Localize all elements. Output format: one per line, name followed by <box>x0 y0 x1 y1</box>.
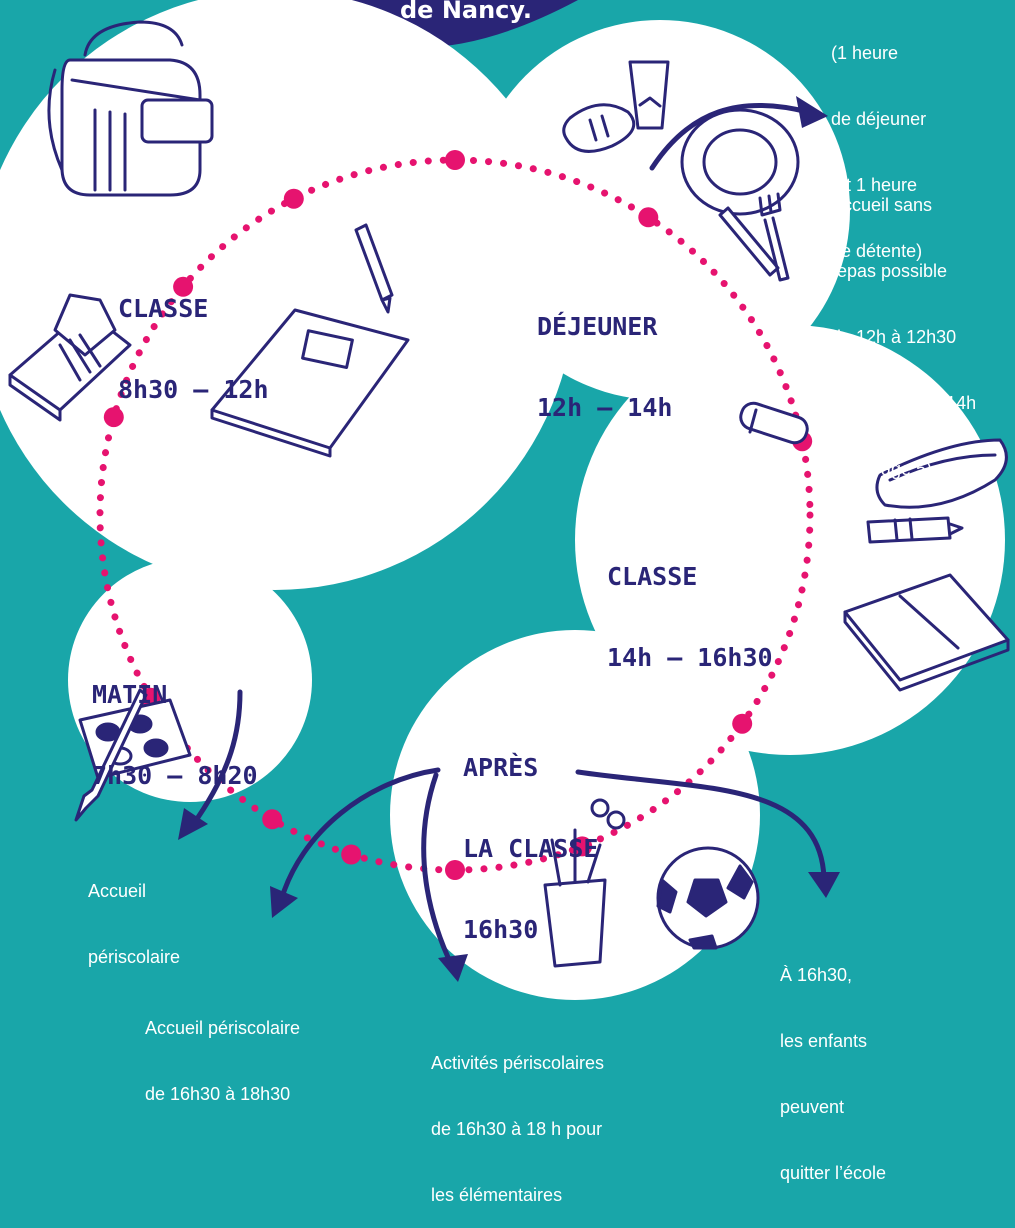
note-line: (voir page 5) <box>831 459 933 479</box>
label-matin: MATIN 7h30 – 8h20 <box>92 627 258 816</box>
fork-knife-icon <box>718 192 790 282</box>
note-line: de 16h30 à 18 h pour <box>431 1119 603 1139</box>
segment-time: 7h30 – 8h20 <box>92 761 258 790</box>
plate-icon <box>680 108 800 216</box>
note-accueil-soir: Accueil périscolaire de 16h30 à 18h30 <box>145 973 300 1127</box>
arrowhead <box>808 872 840 898</box>
note-line: repas possible <box>831 261 948 281</box>
backpack-icon <box>47 20 214 197</box>
marker-icon <box>866 516 964 544</box>
note-line: périscolaire <box>88 947 181 967</box>
header-text: de Nancy. <box>400 0 532 24</box>
pencil-cup-icon <box>543 798 626 968</box>
note-accueil-sans-repas: Accueil sans repas possible de 12h à 12h… <box>831 150 976 502</box>
note-line: (1 heure <box>831 43 899 63</box>
segment-time: 14h – 16h30 <box>607 643 773 672</box>
note-line: de déjeuner <box>831 109 927 129</box>
day-schedule-diagram <box>0 0 1010 1000</box>
label-classe-morning: CLASSE 8h30 – 12h <box>118 241 269 430</box>
segment-title: APRÈS <box>463 753 539 782</box>
ring-marker <box>572 836 593 857</box>
ring-marker <box>445 860 465 880</box>
paint-palette-icon <box>74 688 192 822</box>
note-line: les enfants <box>780 1031 868 1051</box>
arrowhead <box>178 808 208 840</box>
arrow-accueil-matin <box>189 689 243 829</box>
pen-icon <box>354 223 394 314</box>
note-activites: Activités périscolaires de 16h30 à 18 h … <box>431 1008 604 1228</box>
arrow-heads <box>178 96 840 982</box>
note-line: les élémentaires <box>431 1185 563 1205</box>
arrow-accueil-soir <box>277 767 441 907</box>
note-line: peuvent <box>780 1097 845 1117</box>
arrowhead <box>438 954 468 982</box>
segment-time: 12h – 14h <box>537 393 673 422</box>
segment-title: CLASSE <box>607 562 698 591</box>
note-line: de détente) <box>831 241 923 261</box>
note-line: quitter l’école <box>780 1163 887 1183</box>
glue-stick-icon <box>739 401 809 445</box>
arrow-activites <box>421 772 455 969</box>
ring-marker <box>262 809 283 830</box>
label-dejeuner: DÉJEUNER 12h – 14h <box>537 259 672 448</box>
folder-icon <box>843 573 1010 692</box>
ring-marker <box>732 713 753 734</box>
notebook-icon <box>210 308 410 458</box>
label-apres: APRÈS LA CLASSE 16h30 <box>463 700 598 970</box>
segment-title: CLASSE <box>118 294 209 323</box>
ring-marker <box>341 844 362 865</box>
glass-icon <box>628 60 670 130</box>
ring-marker <box>283 188 304 209</box>
ring-marker <box>638 207 659 228</box>
note-quitter: À 16h30, les enfants peuvent quitter l’é… <box>780 920 886 1206</box>
ring-marker <box>173 276 194 297</box>
note-line: et 1 heure <box>831 175 918 195</box>
note-line: Accueil périscolaire <box>145 1018 301 1038</box>
label-classe-afternoon: CLASSE 14h – 16h30 <box>607 509 773 698</box>
note-line: de 12h à 12h30 <box>831 327 957 347</box>
arrowhead <box>796 96 828 128</box>
segment-title: MATIN <box>92 680 168 709</box>
segment-time: 8h30 – 12h <box>118 375 269 404</box>
note-dejeuner-detail: (1 heure de déjeuner et 1 heure de déten… <box>831 0 926 284</box>
note-line: de 16h30 à 18h30 <box>145 1084 291 1104</box>
ring-marker <box>103 407 124 428</box>
arrowhead <box>270 886 298 918</box>
note-line: et de 13h30 à 14h <box>831 393 977 413</box>
note-line: À 16h30, <box>780 965 853 985</box>
note-accueil-matin: Accueil périscolaire <box>88 836 180 990</box>
segment-title-2: LA CLASSE <box>463 834 599 863</box>
note-line: Accueil sans <box>831 195 933 215</box>
segment-title: DÉJEUNER <box>537 312 658 341</box>
soccer-ball-icon <box>656 846 760 950</box>
segment-time: 16h30 <box>463 915 539 944</box>
note-line: Activités périscolaires <box>431 1053 605 1073</box>
ring-marker <box>445 150 465 170</box>
zip-pouch-icon <box>875 438 1008 509</box>
note-line: Accueil <box>88 881 147 901</box>
pencil-case-icon <box>8 293 132 422</box>
arrow-quitter <box>575 769 827 881</box>
bread-icon <box>562 103 636 153</box>
